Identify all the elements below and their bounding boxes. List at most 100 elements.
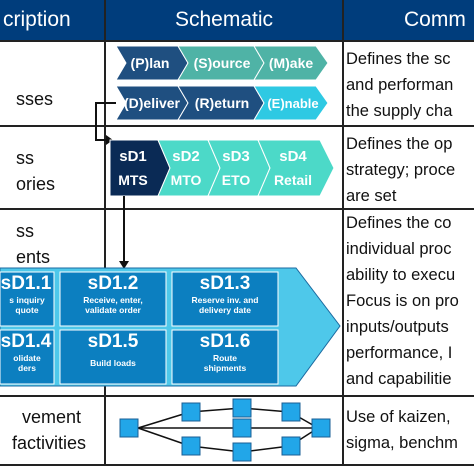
label-line: factivities — [12, 433, 87, 453]
row-label-categories: ss ories — [0, 145, 104, 197]
element-box-sd1-2 — [59, 271, 167, 327]
comment-line: are set — [346, 187, 397, 205]
row-divider — [0, 125, 474, 127]
label-line: ss — [16, 221, 34, 241]
label-line: ories — [16, 174, 56, 194]
element-code: sD1.1 — [0, 273, 52, 294]
header-comments: Comm — [344, 0, 474, 40]
comment-line: Defines the co — [346, 214, 452, 232]
activity-node — [232, 442, 252, 462]
comment-line: and capabilitie — [346, 370, 452, 388]
row-divider — [0, 464, 474, 466]
element-code: sD1.2 — [87, 273, 139, 294]
row-label-elements: ss ents — [0, 218, 104, 270]
element-desc: validate order — [85, 305, 141, 315]
activity-node — [311, 418, 331, 438]
row-divider — [0, 40, 474, 42]
element-label-sd1-1: sD1.1 s inquiry quote — [0, 272, 54, 326]
activity-node — [232, 418, 252, 438]
element-desc: Reserve inv. and — [191, 295, 259, 305]
chevron-label-source: (S)ource — [193, 55, 251, 71]
comment-line: Defines the sc — [346, 50, 451, 68]
header-schematic: Schematic — [106, 0, 342, 40]
element-desc: quote — [15, 305, 39, 315]
strategy-label-sd2: sD2 MTO — [164, 146, 208, 192]
element-desc: Receive, enter, — [83, 295, 143, 305]
comment-line: Focus is on pro — [346, 292, 459, 310]
column-divider — [342, 0, 344, 466]
activity-node — [181, 436, 201, 456]
comment-line: inputs/outputs — [346, 318, 449, 336]
element-label-sd1-5: sD1.5 Build loads — [60, 330, 166, 384]
element-box-sd1-3 — [171, 271, 279, 327]
comment-processes: Defines the sc and performan the supply … — [346, 46, 474, 124]
element-box-sd1-4 — [0, 329, 55, 385]
chevron-make — [253, 45, 329, 81]
element-desc: ders — [18, 363, 36, 373]
activity-node — [281, 402, 301, 422]
element-label-sd1-4: sD1.4 olidate ders — [0, 330, 54, 384]
comment-line: sigma, benchm — [346, 434, 458, 452]
chevron-label-deliver: (D)eliver — [123, 95, 181, 111]
comment-line: strategy; proce — [346, 161, 456, 179]
comment-line: and performan — [346, 76, 454, 94]
comment-line: individual proc — [346, 240, 452, 258]
column-divider — [104, 0, 106, 466]
strategy-name: MTO — [170, 172, 202, 188]
comment-elements: Defines the co individual proc ability t… — [346, 210, 474, 392]
comment-line: performance, I — [346, 344, 453, 362]
element-desc: s inquiry — [9, 295, 45, 305]
element-desc: Build loads — [90, 358, 136, 368]
comment-improvement: Use of kaizen, sigma, benchm — [346, 404, 474, 456]
row-divider — [0, 395, 474, 397]
strategy-code: sD4 — [279, 148, 307, 165]
element-box-sd1-1 — [0, 271, 55, 327]
element-label-sd1-6: sD1.6 Route shipments — [172, 330, 278, 384]
element-desc: Route — [212, 353, 238, 363]
element-code: sD1.5 — [87, 331, 139, 352]
chevron-label-plan: (P)lan — [130, 55, 170, 71]
row-label-improvement: vement factivities — [0, 404, 104, 456]
element-desc: delivery date — [199, 305, 251, 315]
element-code: sD1.4 — [0, 331, 52, 352]
label-line: ss — [16, 148, 34, 168]
label-line: vement — [22, 407, 82, 427]
strategy-name: ETO — [221, 172, 251, 188]
element-label-sd1-2: sD1.2 Receive, enter, validate order — [60, 272, 166, 326]
chevron-label-make: (M)ake — [268, 55, 314, 71]
strategy-code: sD2 — [172, 148, 200, 165]
element-desc: shipments — [203, 363, 247, 373]
element-box-sd1-5 — [59, 329, 167, 385]
strategy-code: sD1 — [119, 148, 147, 165]
comment-categories: Defines the op strategy; proce are set — [346, 131, 474, 209]
activity-node — [232, 398, 252, 418]
element-code: sD1.3 — [199, 273, 251, 294]
element-desc: olidate — [13, 353, 41, 363]
element-code: sD1.6 — [199, 331, 251, 352]
strategy-label-sd1: sD1 MTS — [110, 146, 156, 192]
strategy-name: Retail — [273, 172, 313, 188]
strategy-label-sd4: sD4 Retail — [266, 146, 320, 192]
connector-line — [95, 102, 116, 141]
activity-node — [281, 436, 301, 456]
element-box-sd1-6 — [171, 329, 279, 385]
comment-line: ability to execu — [346, 266, 456, 284]
comment-line: Defines the op — [346, 135, 453, 153]
row-divider — [0, 208, 474, 210]
strategy-name: MTS — [118, 172, 148, 188]
strategy-sd4 — [257, 139, 335, 197]
chevron-label-return: (R)eturn — [194, 95, 250, 111]
comment-line: Use of kaizen, — [346, 408, 451, 426]
connector-arrowhead — [119, 261, 129, 269]
chevron-enable — [253, 85, 329, 121]
activity-node — [119, 418, 139, 438]
strategy-label-sd3: sD3 ETO — [214, 146, 258, 192]
strategy-code: sD3 — [222, 148, 250, 165]
chevron-label-enable: (E)nable — [267, 95, 319, 111]
header-description: cription — [0, 0, 104, 40]
element-label-sd1-3: sD1.3 Reserve inv. and delivery date — [172, 272, 278, 326]
label-line: ents — [16, 247, 51, 267]
row-label-processes: sses — [16, 89, 54, 109]
